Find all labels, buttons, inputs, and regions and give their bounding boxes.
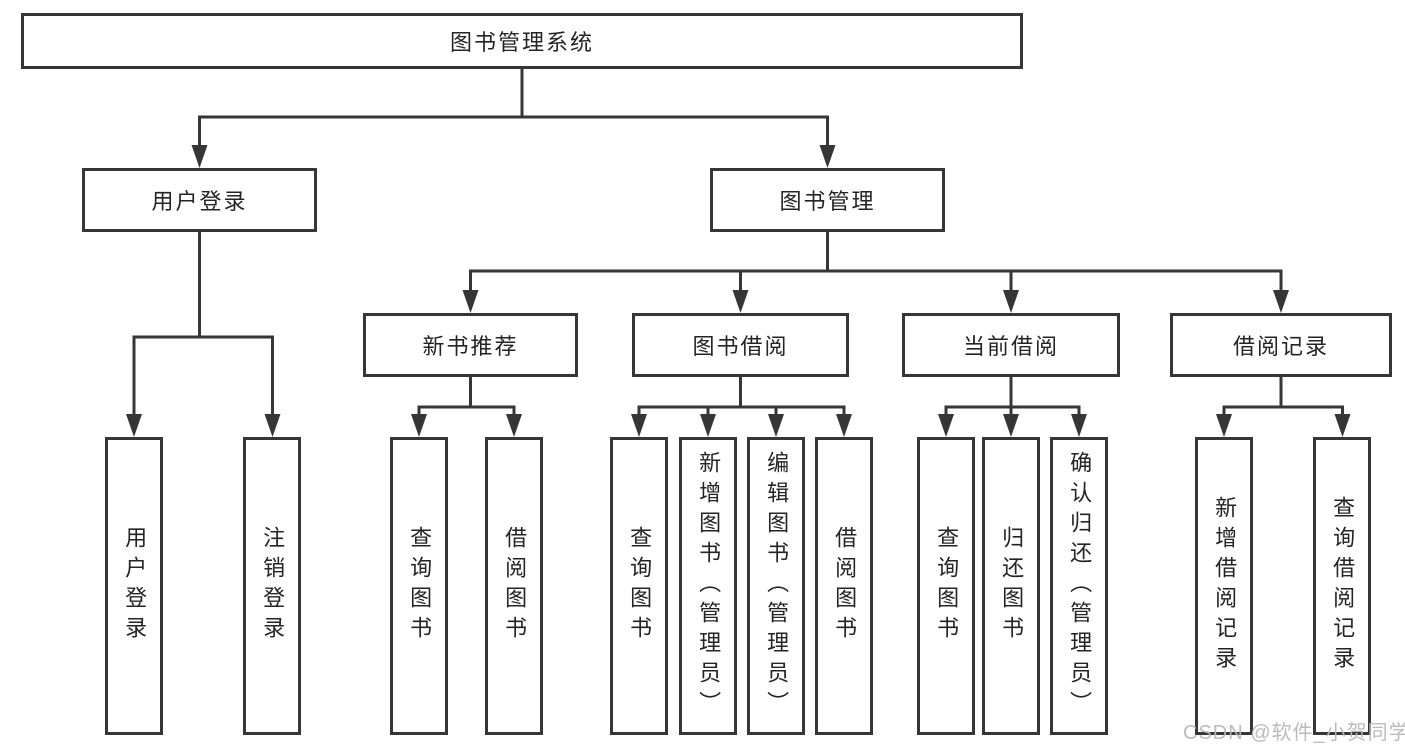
leaf-query-books-recommend-label: 查询图书 — [407, 526, 433, 646]
node-borrow-records: 借阅记录 — [1170, 313, 1392, 377]
leaf-logout: 注销登录 — [243, 437, 301, 735]
node-new-book-recommend: 新书推荐 — [363, 313, 578, 377]
node-current-borrow: 当前借阅 — [902, 313, 1120, 377]
leaf-query-borrow-record: 查询借阅记录 — [1313, 437, 1371, 735]
node-library-system-label: 图书管理系统 — [449, 30, 594, 55]
node-borrow-records-label: 借阅记录 — [1232, 334, 1329, 359]
leaf-query-books-recommend: 查询图书 — [390, 437, 448, 735]
leaf-query-borrow-record-label: 查询借阅记录 — [1330, 496, 1356, 676]
node-current-borrow-label: 当前借阅 — [962, 334, 1059, 359]
leaf-add-book-admin-label: 新增图书（管理员） — [696, 451, 722, 721]
leaf-query-books-borrow: 查询图书 — [610, 437, 668, 735]
leaf-borrow-books-recommend-label: 借阅图书 — [502, 526, 528, 646]
node-book-management: 图书管理 — [710, 168, 945, 232]
leaf-borrow-books-label: 借阅图书 — [832, 526, 858, 646]
leaf-edit-book-admin-label: 编辑图书（管理员） — [764, 451, 790, 721]
node-user-login: 用户登录 — [82, 168, 317, 232]
leaf-user-login: 用户登录 — [105, 437, 163, 735]
leaf-query-books-borrow-label: 查询图书 — [627, 526, 653, 646]
node-new-book-recommend-label: 新书推荐 — [422, 334, 519, 359]
node-book-borrow: 图书借阅 — [632, 313, 849, 377]
node-library-system: 图书管理系统 — [21, 13, 1023, 69]
leaf-return-book: 归还图书 — [982, 437, 1040, 735]
leaf-user-login-label: 用户登录 — [122, 526, 148, 646]
arrow-heads — [126, 145, 1351, 437]
leaf-query-books-current-label: 查询图书 — [934, 526, 960, 646]
leaf-confirm-return-admin: 确认归还（管理员） — [1050, 437, 1108, 735]
leaf-edit-book-admin: 编辑图书（管理员） — [747, 437, 805, 735]
tree-edges — [132, 69, 1344, 418]
leaf-logout-label: 注销登录 — [260, 526, 286, 646]
leaf-add-borrow-record-label: 新增借阅记录 — [1212, 496, 1238, 676]
node-book-management-label: 图书管理 — [779, 189, 876, 214]
watermark-text: CSDN @软件_小贺同学 — [1183, 722, 1405, 744]
leaf-return-book-label: 归还图书 — [999, 526, 1025, 646]
leaf-add-book-admin: 新增图书（管理员） — [679, 437, 737, 735]
node-book-borrow-label: 图书借阅 — [692, 334, 789, 359]
leaf-borrow-books-recommend: 借阅图书 — [485, 437, 543, 735]
leaf-add-borrow-record: 新增借阅记录 — [1195, 437, 1253, 735]
leaf-borrow-books: 借阅图书 — [815, 437, 873, 735]
leaf-query-books-current: 查询图书 — [917, 437, 975, 735]
leaf-confirm-return-admin-label: 确认归还（管理员） — [1067, 451, 1093, 721]
node-user-login-label: 用户登录 — [151, 189, 248, 214]
